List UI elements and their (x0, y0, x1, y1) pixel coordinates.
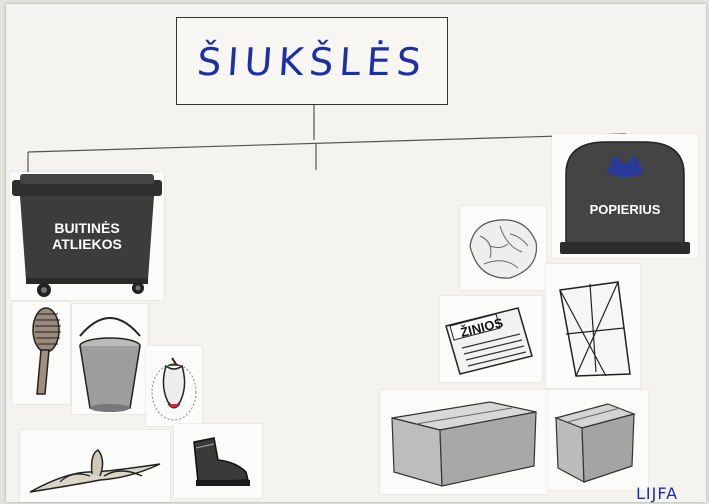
banana-peel-icon (20, 430, 170, 502)
hairbrush-card (12, 302, 70, 404)
crumpled-paper-card (460, 206, 546, 290)
apple-core-card (146, 346, 202, 426)
household-waste-bin-card: BUITINĖS ATLIEKOS (10, 172, 164, 300)
crumpled-paper-icon (460, 206, 546, 290)
title-box: ŠIUKŠLĖS (176, 17, 448, 105)
household-bin-label-line1: BUITINĖS (10, 220, 164, 236)
paper-sheet-card (546, 264, 640, 388)
page-title: ŠIUKŠLĖS (175, 40, 448, 84)
bucket-card (72, 304, 148, 414)
cardboard-box-small-icon (548, 390, 648, 490)
paper-bin-label: POPIERIUS (552, 202, 698, 217)
cardboard-box-small-card (548, 390, 648, 490)
paper-bin-icon (552, 134, 698, 258)
boot-icon (174, 424, 262, 498)
apple-core-icon (146, 346, 202, 426)
newspaper-icon (440, 296, 542, 382)
hairbrush-icon (12, 302, 70, 404)
banana-peel-card (20, 430, 170, 502)
bucket-icon (72, 304, 148, 414)
household-bin-label-line2: ATLIEKOS (10, 236, 164, 252)
paper-bin-card: POPIERIUS (552, 134, 698, 258)
boot-card (174, 424, 262, 498)
newspaper-card: ŽINIOS (440, 296, 542, 382)
cardboard-box-large-icon (380, 390, 548, 494)
cardboard-box-large-card (380, 390, 548, 494)
corner-handwriting: LIJFA (636, 484, 678, 503)
paper-sheet-icon (546, 264, 640, 388)
